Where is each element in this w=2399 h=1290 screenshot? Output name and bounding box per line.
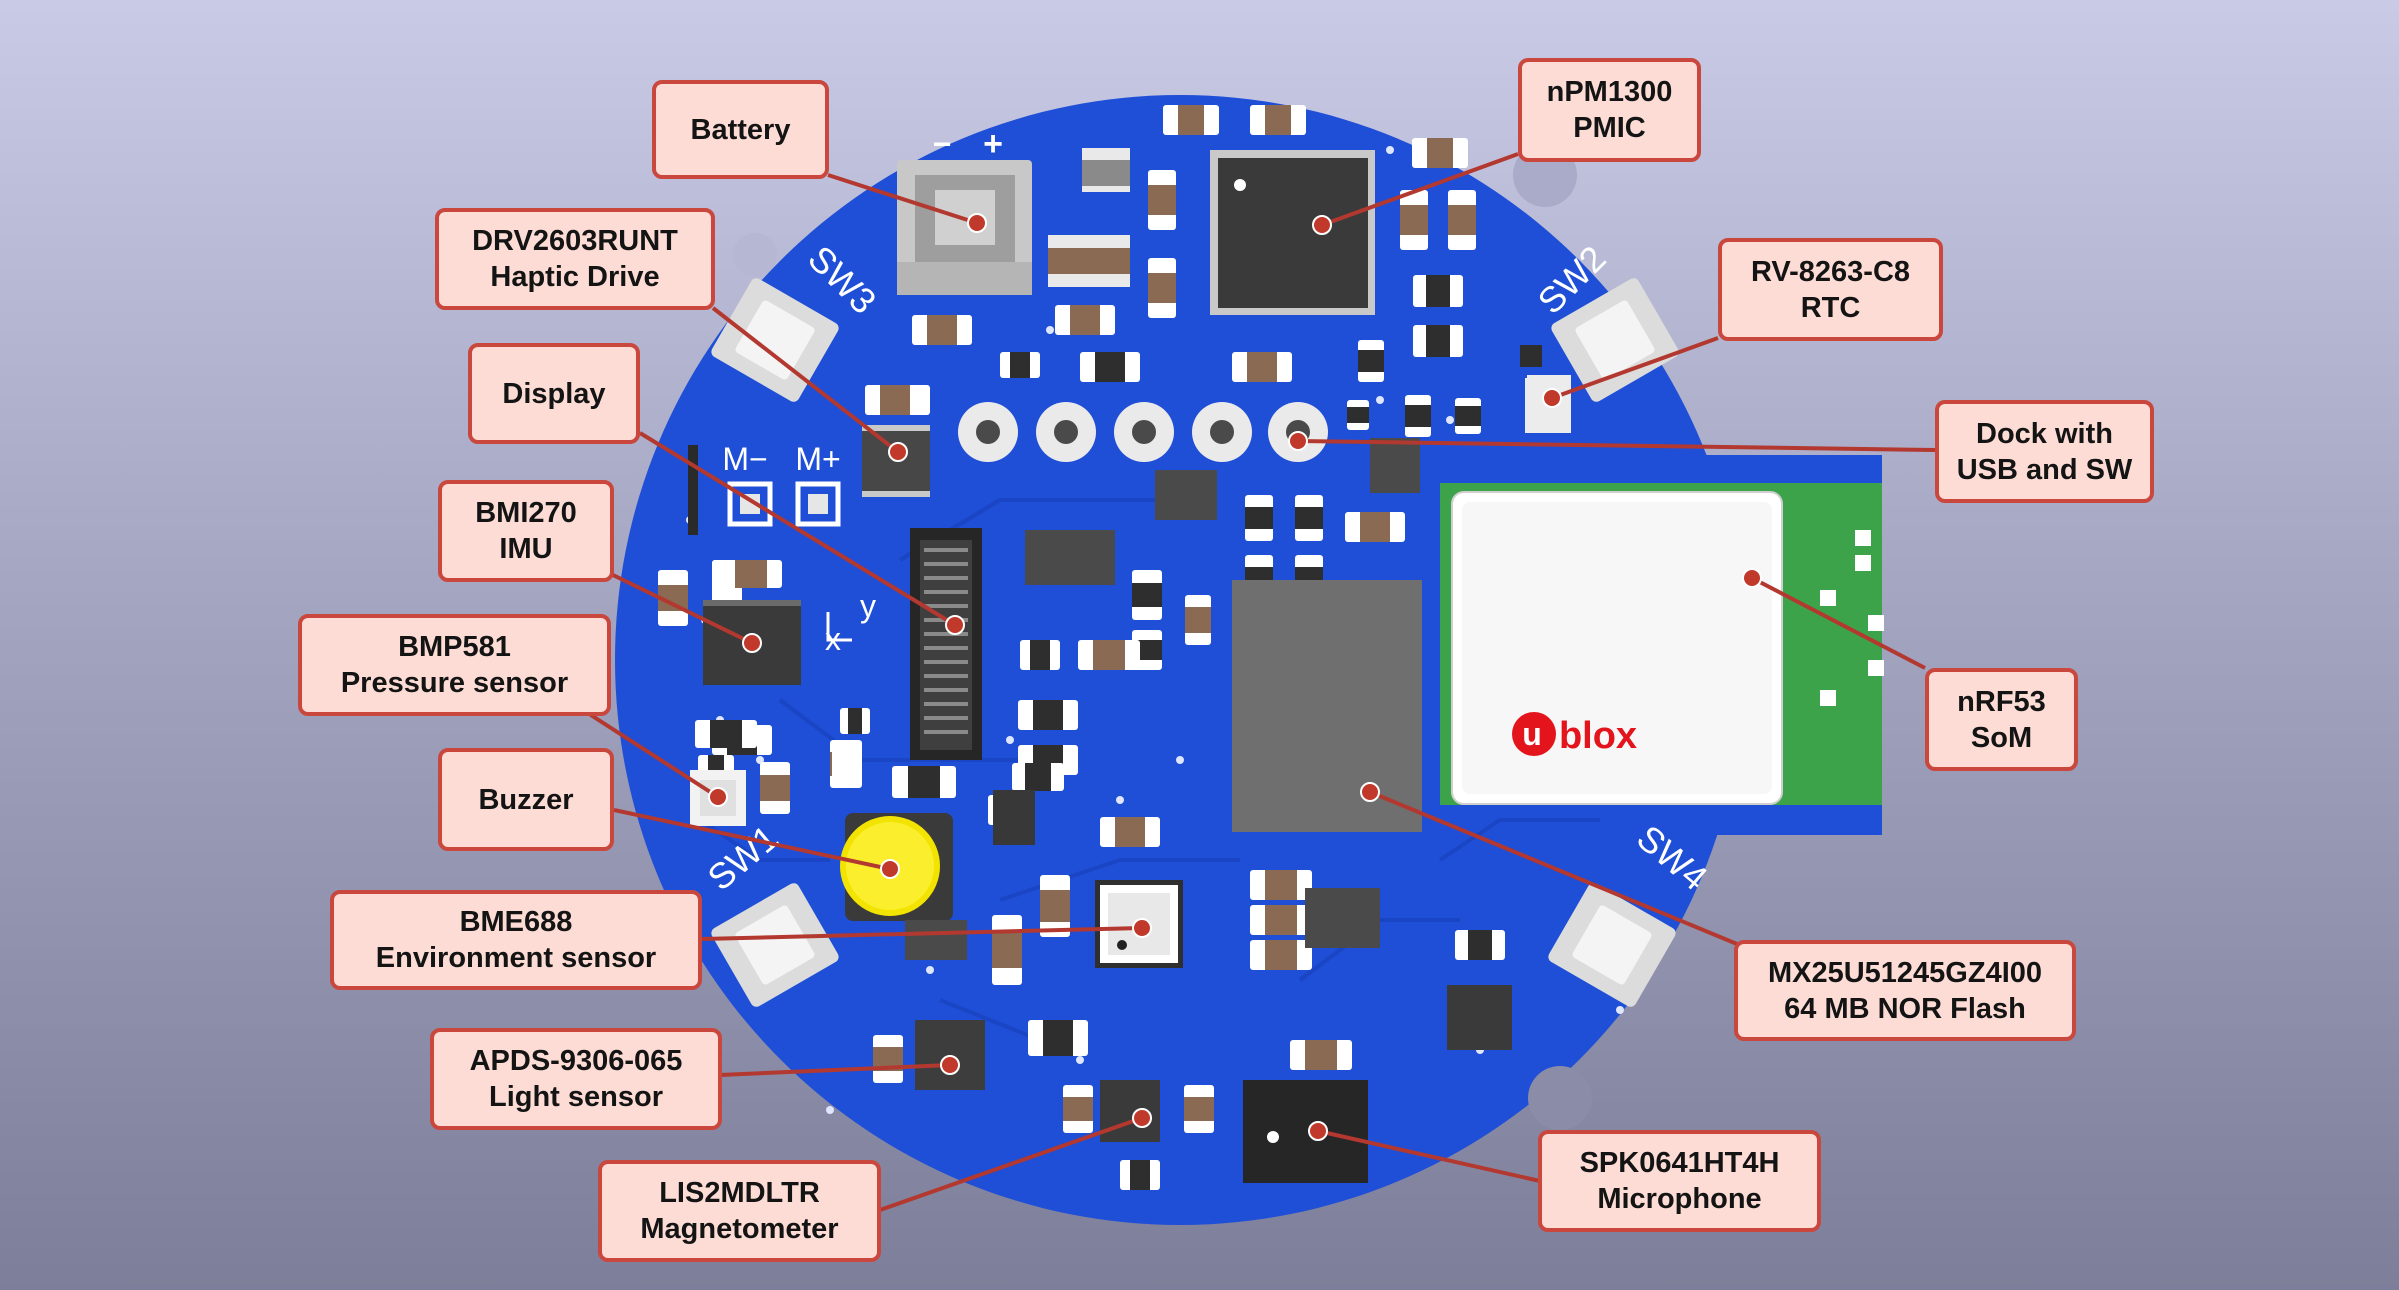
callout-imu: BMI270 IMU (438, 480, 614, 582)
motor-pads: M− M+ (688, 441, 841, 535)
callout-rtc: RV-8263-C8 RTC (1718, 238, 1943, 341)
callout-pressure-line2: Pressure sensor (340, 667, 569, 699)
battery-minus-label: − (933, 126, 952, 162)
sw2-switch (1551, 278, 1679, 402)
callout-environment-line1: BME688 (459, 906, 573, 938)
sw1-switch (711, 883, 839, 1007)
callout-som-line2: SoM (1970, 721, 2033, 754)
callout-som-line1: nRF53 (1957, 685, 2046, 718)
sw4-switch (1548, 883, 1676, 1007)
module-brand: blox (1559, 715, 1637, 757)
callout-pressure-sensor: BMP581 Pressure sensor (298, 614, 611, 716)
callout-magnetometer-line1: LIS2MDLTR (659, 1177, 820, 1209)
callout-environment-sensor: BME688 Environment sensor (330, 890, 702, 990)
display-connector (910, 528, 982, 760)
nor-flash-chip (1232, 580, 1422, 832)
callout-magnetometer: LIS2MDLTR Magnetometer (598, 1160, 881, 1262)
motor-minus-label: M− (722, 441, 767, 477)
callout-magnetometer-line2: Magnetometer (640, 1213, 839, 1245)
magnetometer-chip (1100, 1080, 1160, 1142)
callout-imu-line1: BMI270 (475, 497, 577, 529)
environment-sensor-chip (1095, 880, 1183, 968)
callout-imu-line2: IMU (499, 533, 553, 565)
sw3-switch (711, 278, 839, 402)
axis-y-label: y (860, 588, 876, 624)
microphone-component (1243, 1080, 1368, 1183)
nrf53-som-module: u blox (1440, 483, 1884, 805)
callout-dock: Dock with USB and SW (1935, 400, 2154, 503)
battery-plus-label: + (983, 125, 1003, 163)
leader-lines (578, 152, 1936, 1212)
callout-pressure-line1: BMP581 (398, 631, 511, 663)
callout-nor-flash: MX25U51245GZ4I00 64 MB NOR Flash (1734, 940, 2076, 1041)
leader-dots (708, 213, 1762, 1141)
callout-battery-line1: Battery (690, 113, 791, 146)
callout-microphone: SPK0641HT4H Microphone (1538, 1130, 1821, 1232)
axis-x-label: x (825, 621, 841, 657)
callout-buzzer: Buzzer (438, 748, 614, 851)
module-brand-initial: u (1522, 716, 1542, 752)
callout-haptic-line1: DRV2603RUNT (472, 225, 678, 257)
callout-pmic-line1: nPM1300 (1546, 76, 1673, 108)
callout-haptic-driver: DRV2603RUNT Haptic Drive (435, 208, 715, 310)
callout-pmic: nPM1300 PMIC (1518, 58, 1701, 162)
callout-flash-line2: 64 MB NOR Flash (1784, 992, 2026, 1025)
callout-display: Display (468, 343, 640, 444)
callout-buzzer-line1: Buzzer (478, 783, 574, 816)
callout-light-sensor: APDS-9306-065 Light sensor (430, 1028, 722, 1130)
callout-light-line1: APDS-9306-065 (469, 1045, 683, 1077)
callout-rtc-line1: RV-8263-C8 (1750, 255, 1911, 288)
motor-plus-label: M+ (795, 441, 840, 477)
callout-microphone-line1: SPK0641HT4H (1579, 1147, 1780, 1179)
battery-connector: − + (897, 125, 1032, 295)
callout-environment-line2: Environment sensor (375, 942, 657, 974)
rtc-chip (1525, 378, 1565, 433)
callout-dock-line2: USB and SW (1956, 453, 2133, 486)
callout-flash-line1: MX25U51245GZ4I00 (1767, 956, 2043, 989)
callout-haptic-line2: Haptic Drive (490, 261, 660, 293)
callout-pmic-line2: PMIC (1573, 112, 1646, 144)
callout-dock-line1: Dock with (1976, 417, 2113, 450)
callout-microphone-line2: Microphone (1597, 1183, 1762, 1215)
callout-light-line2: Light sensor (488, 1081, 663, 1113)
pmic-chip (1210, 150, 1375, 315)
callout-display-line1: Display (502, 377, 606, 410)
callout-rtc-line2: RTC (1800, 291, 1861, 324)
callout-som: nRF53 SoM (1925, 668, 2078, 771)
callout-battery: Battery (652, 80, 829, 179)
axis-marker: y x (825, 588, 876, 657)
